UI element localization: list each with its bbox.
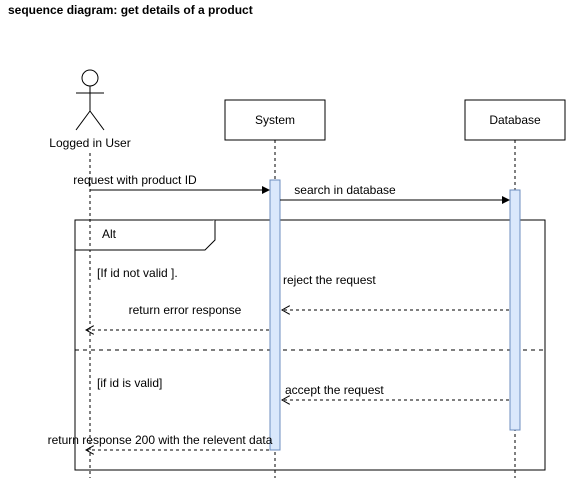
message-reject-label: reject the request [283,273,376,287]
message-accept-label: accept the request [285,383,384,397]
activation-system [269,179,281,451]
alt-frame [74,219,546,471]
activation-database [509,189,521,431]
message-error-label: return error response [129,303,242,317]
participant-system-box [224,99,326,141]
actor-label: Logged in User [49,136,130,150]
message-search-label: search in database [294,183,396,197]
message-response-label: return response 200 with the relevent da… [48,433,273,447]
participant-database[interactable]: Database [464,99,566,141]
message-request-label: request with product ID [73,173,197,187]
actor-logged-in-user[interactable]: Logged in User [49,69,131,150]
message-accept: accept the request [282,383,509,400]
message-response: return response 200 with the relevent da… [48,433,273,450]
participant-system-label: System [255,113,295,127]
actor-left-leg [75,110,91,131]
message-search: search in database [280,183,510,204]
alt-fragment: Alt [If id not valid ]. [if id is valid] [74,219,546,471]
message-request: request with product ID [73,173,270,194]
participant-database-box [464,99,566,141]
alt-guard-invalid: [If id not valid ]. [97,266,178,280]
actor-head-icon [81,69,99,87]
diagram-title: sequence diagram: get details of a produ… [8,3,253,17]
message-error: return error response [86,303,269,330]
alt-guard-valid: [if id is valid] [97,376,162,390]
alt-label: Alt [102,227,117,241]
participant-database-label: Database [489,113,541,127]
message-reject: reject the request [282,273,509,310]
actor-right-leg [89,110,105,131]
participant-system[interactable]: System [224,99,326,141]
alt-label-tab [75,220,216,251]
